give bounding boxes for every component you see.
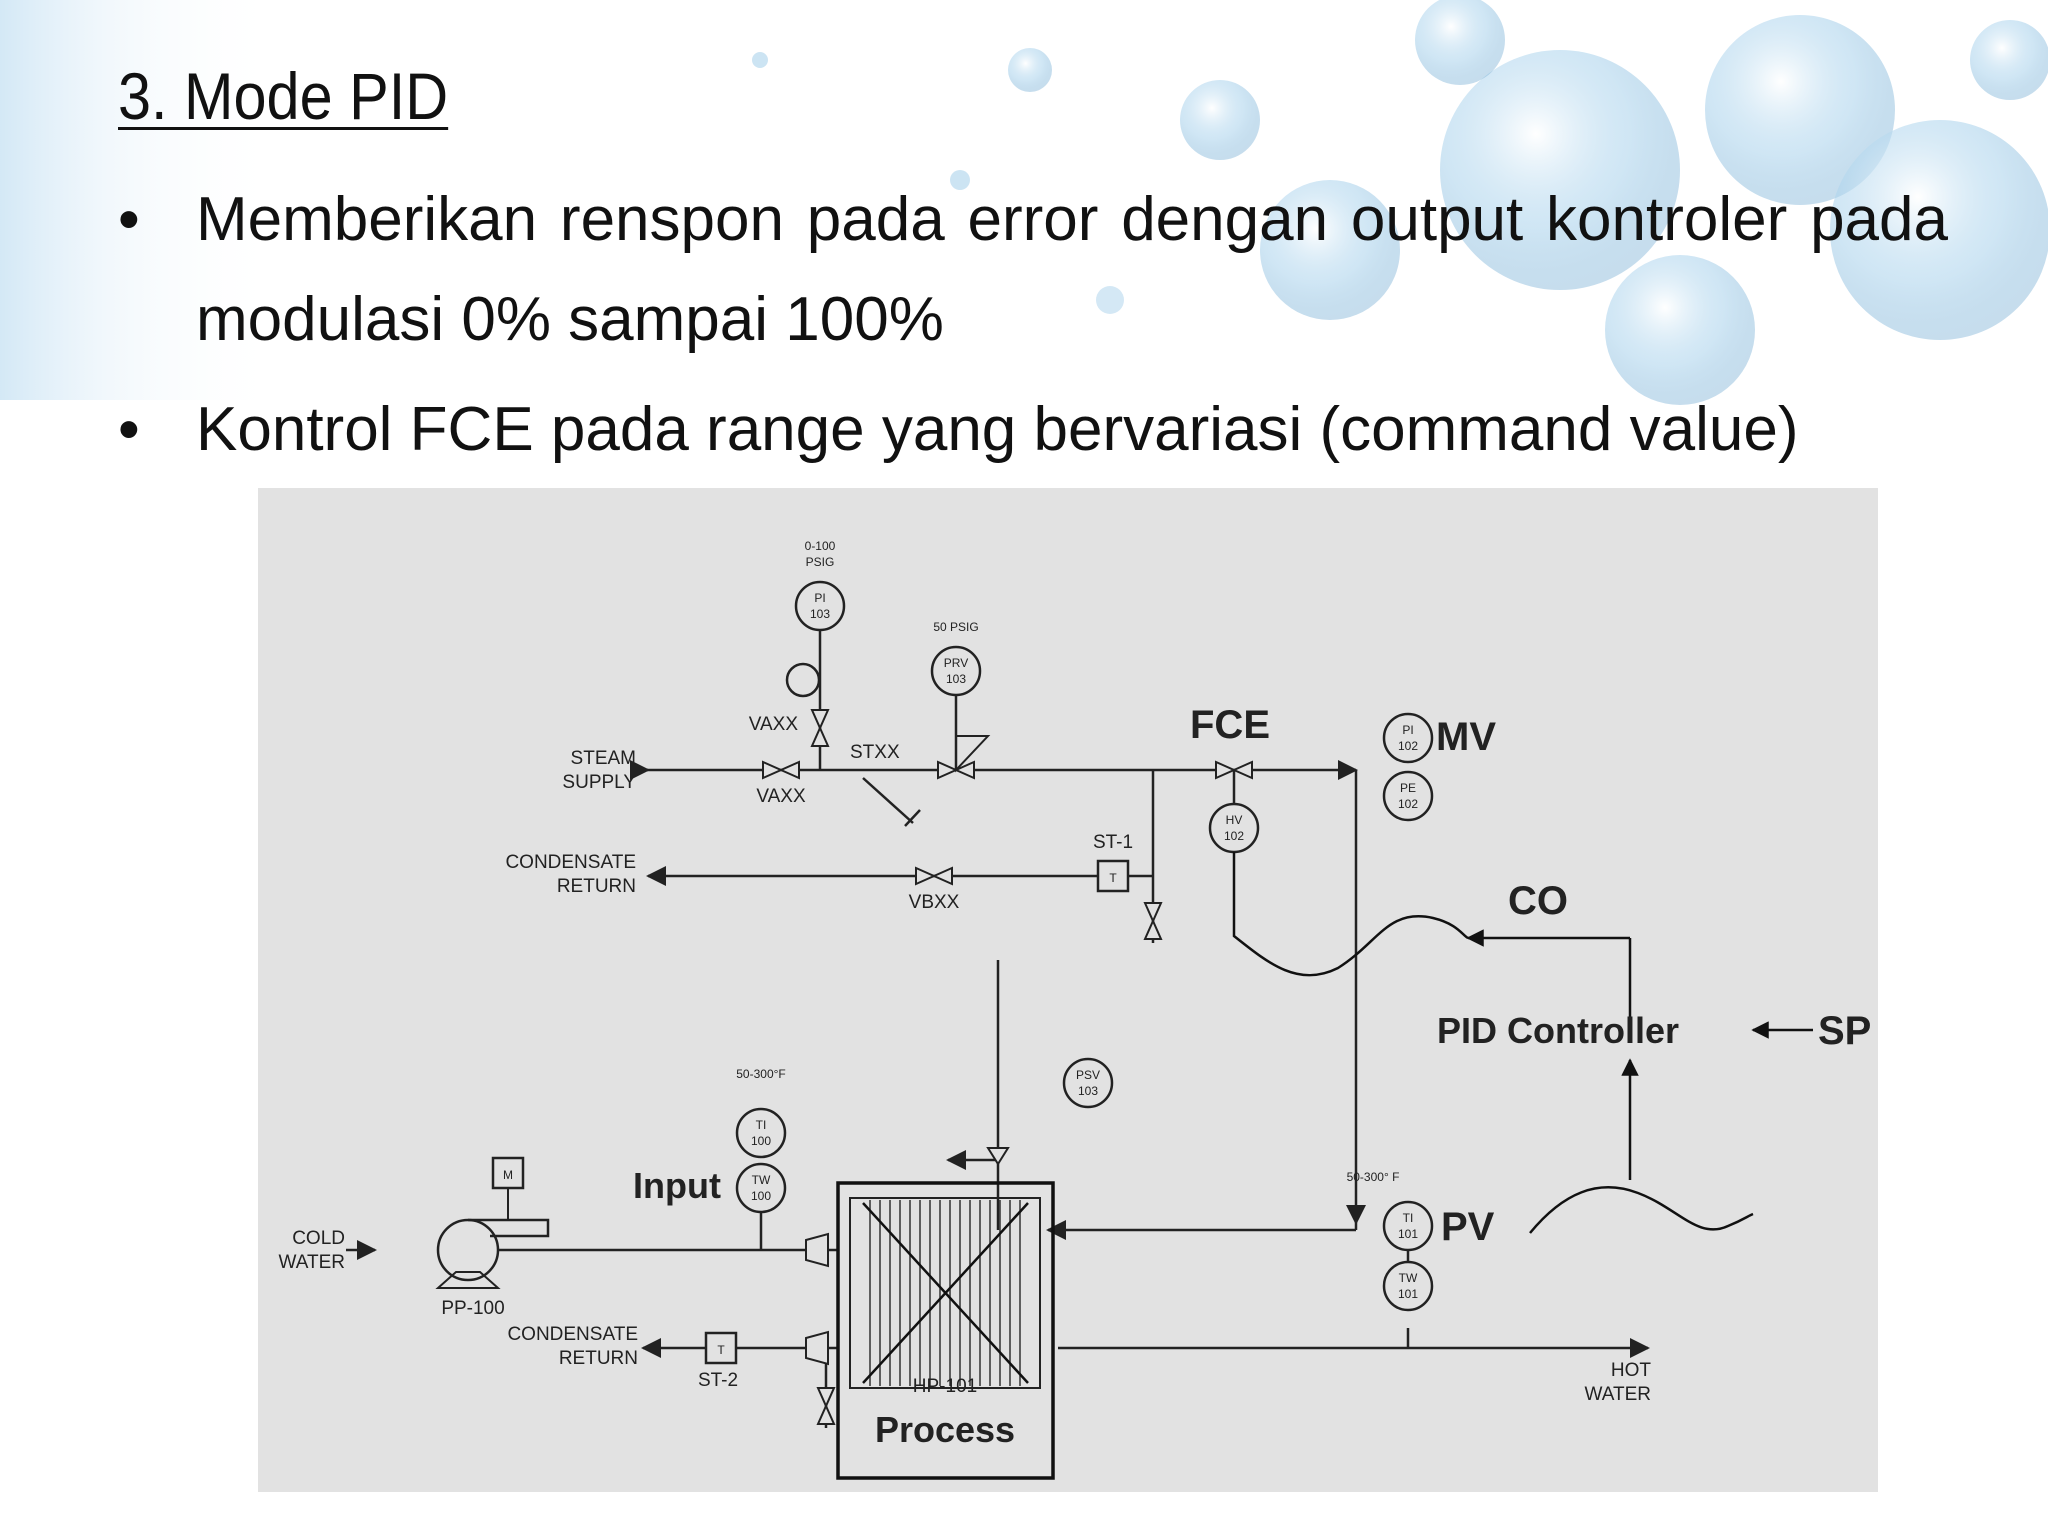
instrument-number: 103: [946, 672, 966, 686]
instrument-range: 50-300°F: [736, 1067, 786, 1081]
instrument-number: 101: [1398, 1227, 1418, 1241]
co-label: CO: [1508, 879, 1568, 923]
pv-label: PV: [1441, 1205, 1495, 1249]
slide-title: 3. Mode PID: [118, 59, 449, 133]
condensate-return-label: RETURN: [557, 876, 636, 897]
strainer-label-stxx: STXX: [850, 742, 900, 763]
mv-label: MV: [1436, 715, 1496, 759]
instrument-range: 50-300° F: [1347, 1170, 1400, 1184]
valve-label-vaxx: VAXX: [749, 714, 799, 735]
instrument-number: 101: [1398, 1287, 1418, 1301]
trap-label-st2: ST-2: [698, 1370, 738, 1391]
instrument-tag: TW: [1399, 1271, 1418, 1285]
input-label: Input: [633, 1165, 721, 1206]
process-label: Process: [875, 1409, 1015, 1450]
hot-water-label: HOT: [1611, 1360, 1652, 1381]
condensate-return-label: RETURN: [559, 1348, 638, 1369]
instrument-unit: PSIG: [806, 555, 835, 569]
instrument-tag: PE: [1400, 781, 1416, 795]
instrument-number: 102: [1398, 739, 1418, 753]
bullet-text: Memberikan renspon pada error dengan out…: [196, 185, 1948, 354]
bullet-text: Kontrol FCE pada range yang bervariasi (…: [196, 395, 1799, 464]
steam-supply-label: SUPPLY: [562, 772, 636, 793]
bullet-item: • Memberikan renspon pada error dengan o…: [118, 170, 1948, 370]
background-decoration: [0, 0, 2048, 405]
instrument-tag: PI: [814, 591, 825, 605]
trap-letter: T: [717, 1343, 725, 1357]
pump-label-pp100: PP-100: [441, 1298, 504, 1319]
instrument-range: 0-100: [805, 539, 836, 553]
trap-letter: T: [1109, 871, 1117, 885]
instrument-tag: TI: [1403, 1211, 1414, 1225]
instrument-number: 102: [1224, 829, 1244, 843]
instrument-number: 102: [1398, 797, 1418, 811]
cold-water-label: COLD: [292, 1228, 345, 1249]
motor-letter: M: [503, 1168, 513, 1182]
instrument-tag: PI: [1402, 723, 1413, 737]
hot-water-label: WATER: [1585, 1384, 1652, 1405]
condensate-return-label: CONDENSATE: [507, 1324, 638, 1345]
instrument-tag: PSV: [1076, 1068, 1100, 1082]
sp-label: SP: [1818, 1009, 1871, 1053]
instrument-number: 100: [751, 1134, 771, 1148]
instrument-number: 103: [1078, 1084, 1098, 1098]
valve-label-vaxx: VAXX: [756, 786, 806, 807]
bullet-list: • Memberikan renspon pada error dengan o…: [118, 170, 1948, 480]
process-diagram: T T M PI 103 0-100 PSIG PRV 103 50 PSIG …: [258, 488, 1878, 1492]
instrument-tag: TI: [756, 1118, 767, 1132]
valve-label-vbxx: VBXX: [909, 892, 960, 913]
bullet-dot: •: [118, 395, 140, 464]
trap-label-st1: ST-1: [1093, 832, 1133, 853]
instrument-number: 103: [810, 607, 830, 621]
instrument-tag: TW: [752, 1173, 771, 1187]
bullet-item: • Kontrol FCE pada range yang bervariasi…: [118, 380, 1948, 480]
steam-supply-label: STEAM: [571, 748, 636, 769]
instrument-tag: HV: [1226, 813, 1243, 827]
instrument-range: 50 PSIG: [933, 620, 978, 634]
condensate-return-label: CONDENSATE: [505, 852, 636, 873]
pid-controller-label: PID Controller: [1437, 1010, 1679, 1051]
bullet-dot: •: [118, 185, 140, 254]
instrument-number: 100: [751, 1189, 771, 1203]
pid-schematic: T T M PI 103 0-100 PSIG PRV 103 50 PSIG …: [279, 539, 1871, 1480]
fce-label: FCE: [1190, 703, 1270, 747]
exchanger-label-hp101: HP-101: [913, 1376, 977, 1397]
cold-water-label: WATER: [279, 1252, 346, 1273]
instrument-tag: PRV: [944, 656, 968, 670]
